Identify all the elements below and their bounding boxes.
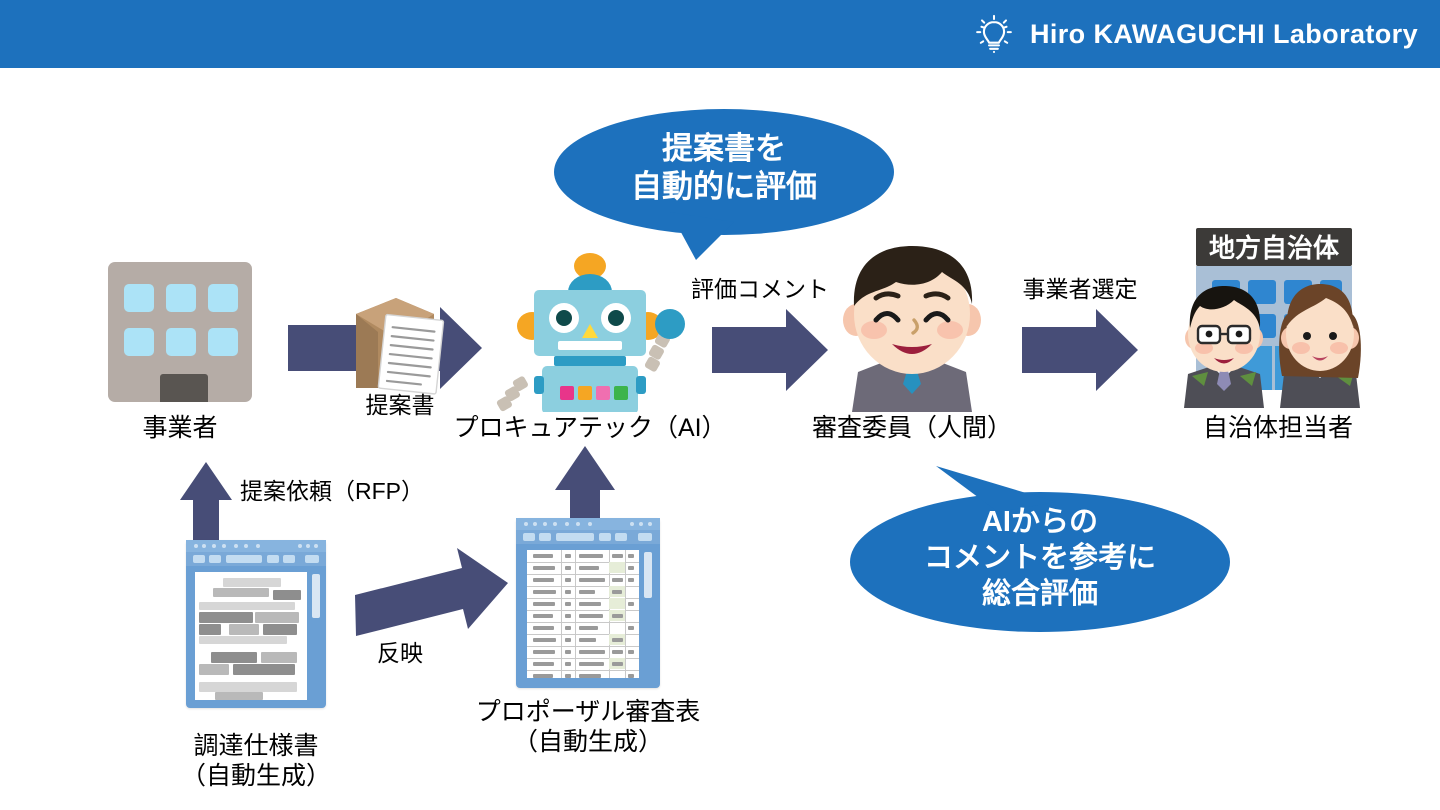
table-row xyxy=(527,610,639,623)
table-row xyxy=(527,634,639,647)
caption-vendor: 事業者 xyxy=(142,414,218,442)
table-row xyxy=(527,550,639,563)
building-window xyxy=(208,284,238,312)
table-row xyxy=(527,562,639,575)
caption-reviewer: 審査委員（人間） xyxy=(811,414,1012,442)
table-row xyxy=(527,622,639,635)
building-window xyxy=(124,284,154,312)
caption-review-sheet: プロポーザル審査表 （自動生成） xyxy=(475,698,701,756)
building-window xyxy=(166,328,196,356)
spreadsheet-window-titlebar xyxy=(516,518,660,530)
arrow-reflect xyxy=(355,548,508,636)
building-entrance xyxy=(160,374,208,402)
brand: Hiro KAWAGUCHI Laboratory xyxy=(972,12,1440,56)
businessman-icon xyxy=(843,246,981,412)
document-window-titlebar xyxy=(186,540,326,552)
edge-label-comment: 評価コメント xyxy=(691,276,829,302)
node-reviewer xyxy=(843,246,981,412)
office-building-icon xyxy=(108,262,252,402)
arrow-rfp xyxy=(180,462,232,540)
arrow-sheet-to-ai xyxy=(555,446,615,522)
city-hall-officers-icon: 地方自治体 xyxy=(1184,228,1361,408)
edge-label-selection: 事業者選定 xyxy=(1022,276,1138,302)
brand-title: Hiro KAWAGUCHI Laboratory xyxy=(1029,18,1418,49)
table-row xyxy=(527,658,639,671)
table-row xyxy=(527,670,639,678)
node-vendor xyxy=(100,248,260,408)
edge-label-proposal: 提案書 xyxy=(365,392,435,418)
node-spec-doc xyxy=(186,540,326,708)
lightbulb-icon xyxy=(972,12,1016,56)
header-bar: Hiro KAWAGUCHI Laboratory xyxy=(0,0,1440,68)
building-window xyxy=(124,328,154,356)
node-gov-officer: 地方自治体 xyxy=(1184,228,1361,408)
arrow-selection xyxy=(1022,309,1138,391)
spreadsheet-scrollbar[interactable] xyxy=(644,552,652,598)
node-procuretech xyxy=(496,253,685,412)
envelope-document-icon xyxy=(356,298,445,395)
table-row xyxy=(527,574,639,587)
document-page xyxy=(195,572,307,700)
speech-bubble-human-decides xyxy=(850,466,1230,632)
document-window-toolbar xyxy=(186,552,326,566)
node-review-sheet xyxy=(516,518,660,688)
edge-label-reflect: 反映 xyxy=(377,640,423,666)
building-window xyxy=(208,328,238,356)
caption-spec-doc: 調達仕様書 （自動生成） xyxy=(180,732,331,790)
table-row xyxy=(527,598,639,611)
spreadsheet-window-toolbar xyxy=(516,530,660,544)
speech-bubble-ai-evaluates xyxy=(554,109,894,260)
robot-icon xyxy=(496,253,685,412)
spreadsheet-grid xyxy=(527,550,639,678)
caption-procuretech: プロキュアテック（AI） xyxy=(453,414,727,442)
table-row xyxy=(527,646,639,659)
document-scrollbar[interactable] xyxy=(312,574,320,618)
table-row xyxy=(527,586,639,599)
building-window xyxy=(166,284,196,312)
arrow-comment xyxy=(712,309,828,391)
city-hall-sign-text: 地方自治体 xyxy=(1209,233,1340,263)
edge-label-rfp: 提案依頼（RFP） xyxy=(240,478,424,504)
caption-gov-officer: 自治体担当者 xyxy=(1202,414,1353,442)
